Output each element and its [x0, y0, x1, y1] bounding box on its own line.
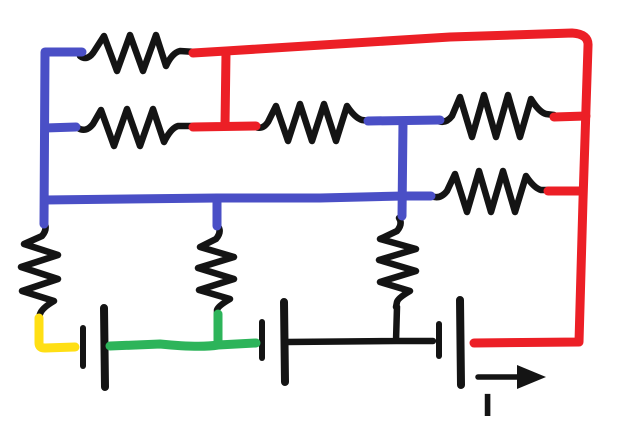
resistor-r4: [432, 91, 558, 141]
battery-3-long-plate: [456, 296, 465, 389]
resistor-r3: [249, 100, 374, 145]
wire-yellow-battery-lead: [34, 313, 80, 353]
resistor-r7: [194, 222, 238, 319]
resistor-r1: [76, 31, 200, 75]
wire-black-bottom-link: [283, 303, 437, 346]
wire-red-outer-loop: [188, 28, 593, 348]
resistor-r6: [17, 218, 62, 326]
resistor-r5: [427, 167, 552, 216]
wire-green-battery-link: [105, 309, 261, 351]
battery-2-long-plate: [280, 298, 289, 386]
current-label: I: [482, 389, 493, 423]
wire-blue-left-bus: [39, 47, 87, 229]
wire-red-row2-stub: [549, 111, 591, 122]
resistor-r2: [74, 105, 196, 150]
resistor-r8: [375, 214, 420, 311]
current-arrow-head: [517, 365, 546, 389]
wire-blue-middle-cross: [363, 115, 445, 221]
wire-blue-third-row-bus: [40, 191, 436, 205]
wire-red-middle-link: [188, 48, 261, 132]
battery-1-long-plate: [100, 304, 109, 391]
